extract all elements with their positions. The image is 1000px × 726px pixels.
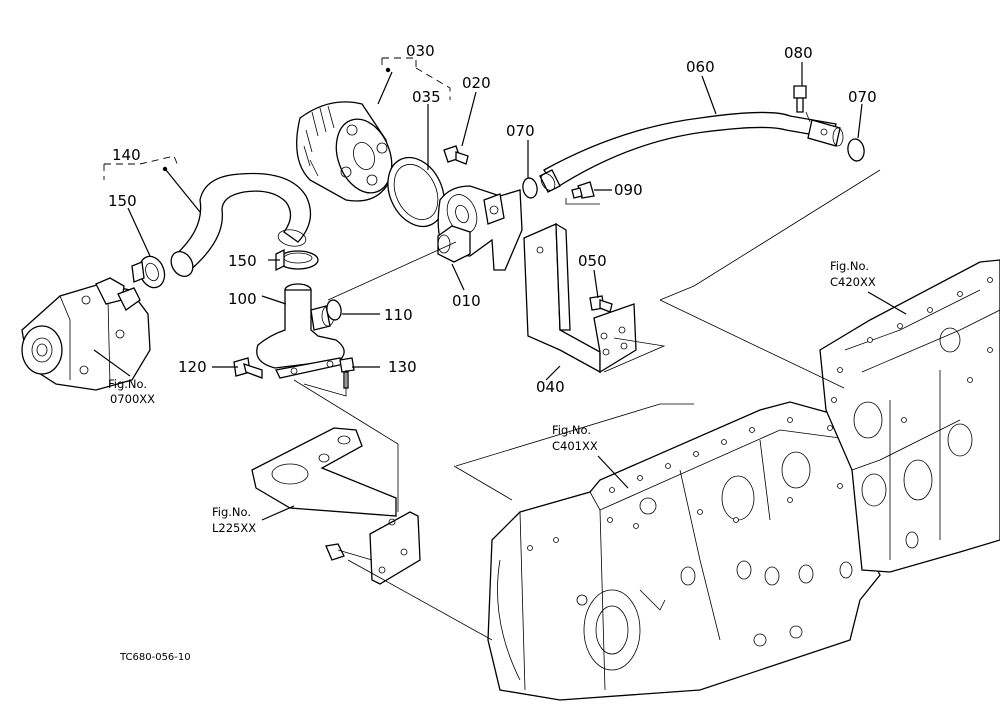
label-090: 090 [614, 181, 643, 199]
lower-bracket [251, 427, 421, 585]
hydraulic-pump [21, 277, 151, 391]
hose-clamp-center [275, 248, 319, 272]
fig-ref-0700-code: 0700XX [110, 392, 155, 406]
drawing-code: TC680-056-10 [119, 652, 191, 663]
rear-housing [819, 259, 1000, 573]
marker-dot-030 [385, 67, 391, 73]
label-030: 030 [406, 42, 435, 60]
o-ring-110 [326, 299, 342, 321]
marker-dot-140 [162, 166, 168, 172]
leader-lines [93, 57, 907, 641]
label-010: 010 [452, 292, 481, 310]
label-100: 100 [228, 290, 257, 308]
fig-ref-c401-title: Fig.No. [552, 423, 591, 437]
bolt-130 [339, 357, 355, 389]
suction-hose [170, 172, 312, 277]
o-ring-070-right [847, 138, 865, 162]
label-110: 110 [384, 306, 413, 324]
suction-pipe [256, 283, 346, 379]
fig-ref-c401-code: C401XX [552, 439, 598, 453]
bolt-050 [589, 295, 613, 313]
bolt-020 [443, 145, 469, 165]
label-040: 040 [536, 378, 565, 396]
label-070-right: 070 [848, 88, 877, 106]
oil-filter [296, 101, 393, 202]
part-labels: 030 020 035 060 080 070 070 090 140 150 … [108, 42, 877, 396]
bolt-080 [793, 85, 807, 113]
filter-head [437, 185, 523, 271]
oil-pipe [539, 111, 844, 193]
figure-references: Fig.No. 0700XX Fig.No. C420XX Fig.No. C4… [108, 259, 876, 535]
bolt-120 [233, 357, 263, 379]
label-080: 080 [784, 44, 813, 62]
fig-ref-l225-code: L225XX [212, 521, 256, 535]
label-140: 140 [112, 146, 141, 164]
filter-gasket [387, 156, 445, 228]
fig-ref-0700-title: Fig.No. [108, 377, 147, 391]
label-050: 050 [578, 252, 607, 270]
hose-clamp-left [131, 255, 166, 289]
transmission-housing [487, 401, 881, 701]
filter-bracket [523, 222, 637, 374]
label-020: 020 [462, 74, 491, 92]
label-120: 120 [178, 358, 207, 376]
label-150-center: 150 [228, 252, 257, 270]
fig-ref-c420-code: C420XX [830, 275, 876, 289]
fig-ref-c420-title: Fig.No. [830, 259, 869, 273]
bolt-090 [571, 181, 595, 199]
label-070-left: 070 [506, 122, 535, 140]
label-130: 130 [388, 358, 417, 376]
label-060: 060 [686, 58, 715, 76]
label-035: 035 [412, 88, 441, 106]
o-ring-070-left [522, 177, 538, 199]
label-150-left: 150 [108, 192, 137, 210]
fig-ref-l225-title: Fig.No. [212, 505, 251, 519]
